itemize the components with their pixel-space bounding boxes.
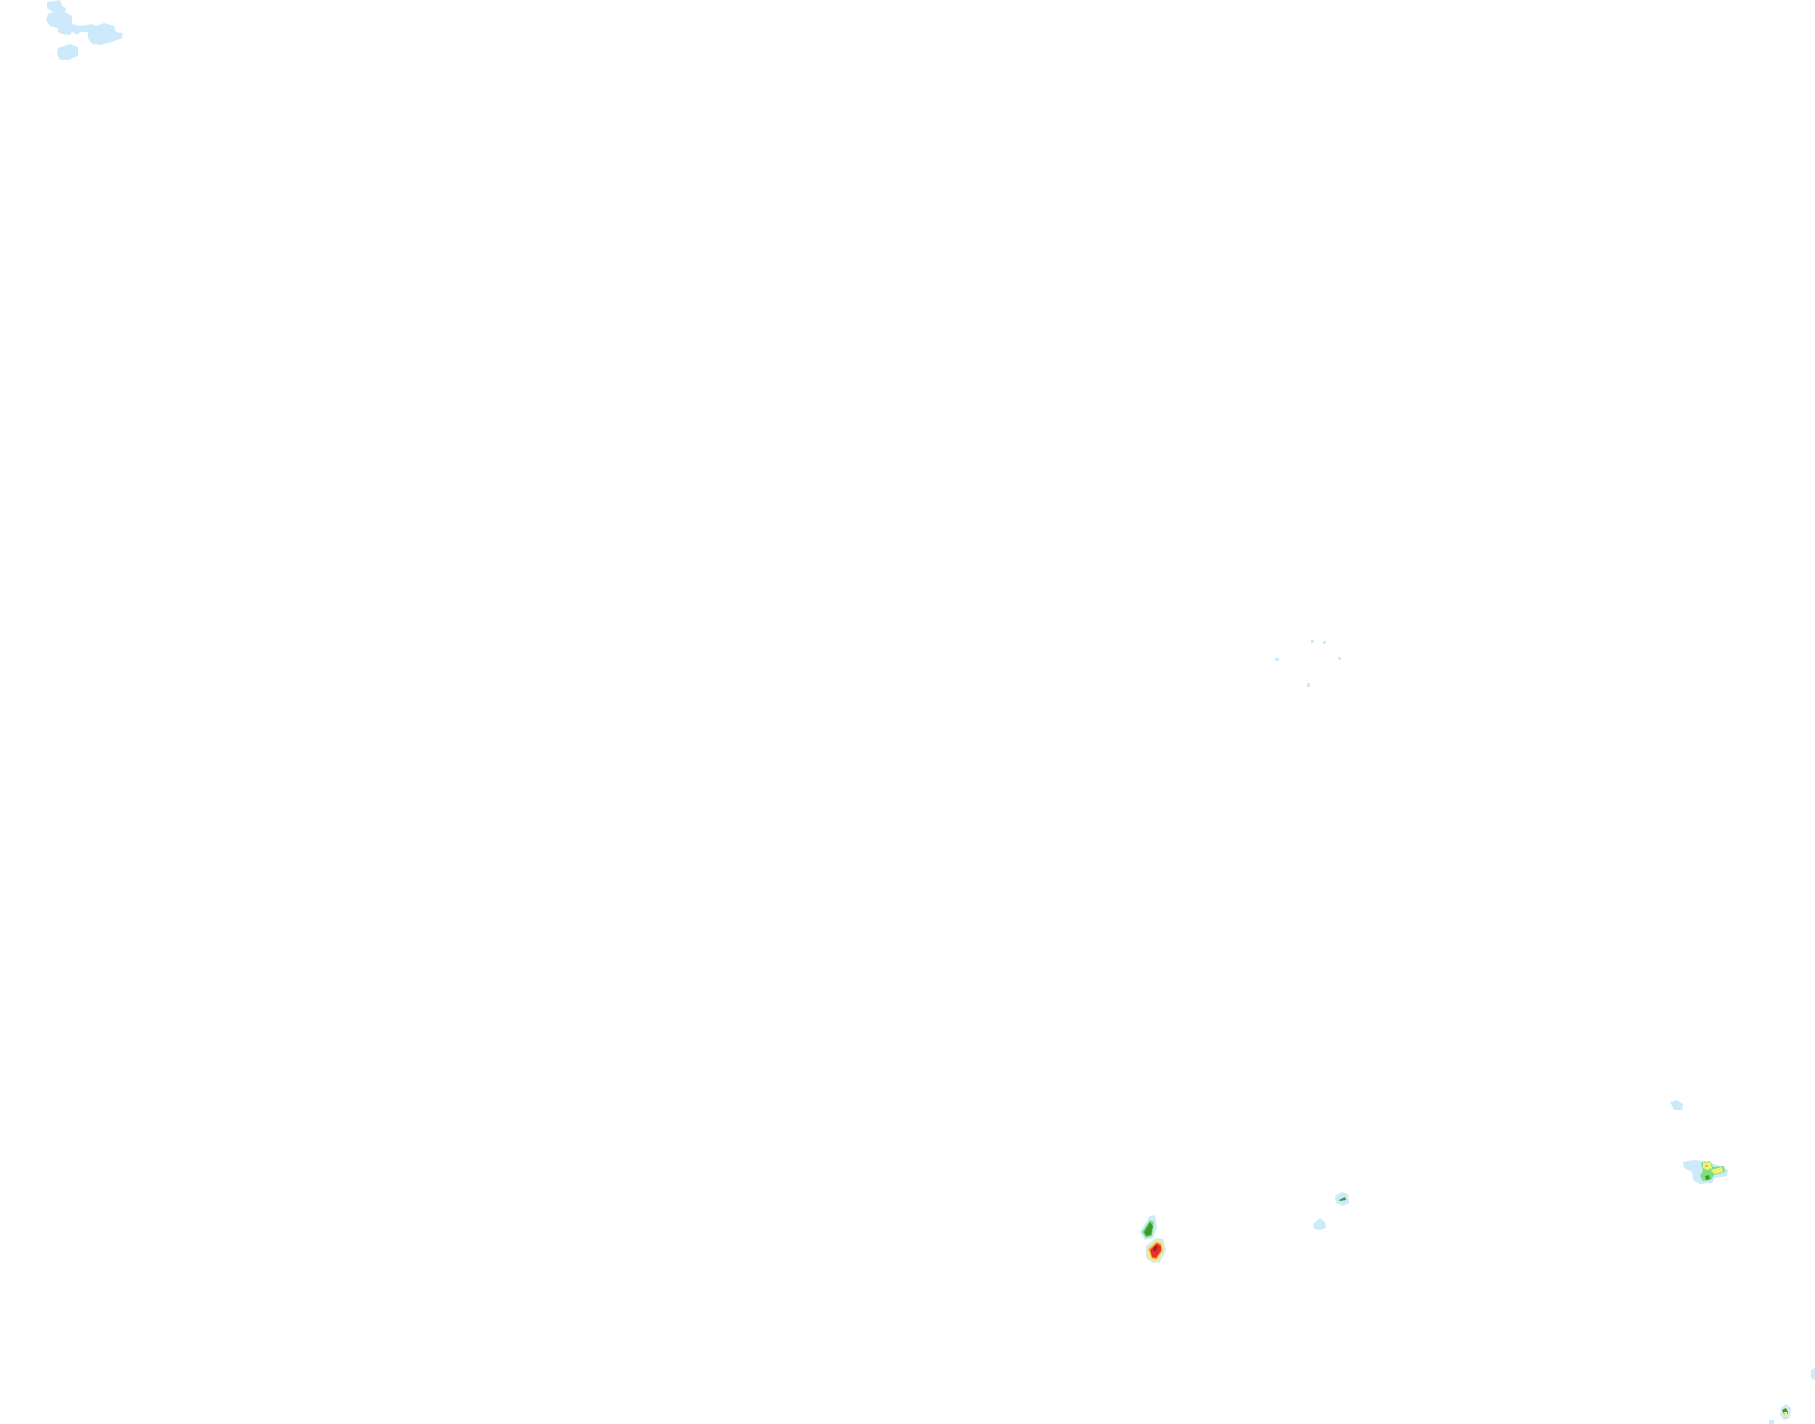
precip-cell-east-3 <box>1670 1100 1683 1110</box>
precip-cell-southeast <box>1769 1368 1815 1424</box>
precip-cell-storm <box>1140 1215 1166 1263</box>
precip-cell-east-2 <box>1313 1218 1326 1230</box>
precip-cell-east-1 <box>1335 1192 1349 1206</box>
precip-specks-center <box>1275 640 1341 687</box>
precip-cell-far-east <box>1683 1160 1728 1184</box>
precip-cell-northwest <box>46 0 123 60</box>
